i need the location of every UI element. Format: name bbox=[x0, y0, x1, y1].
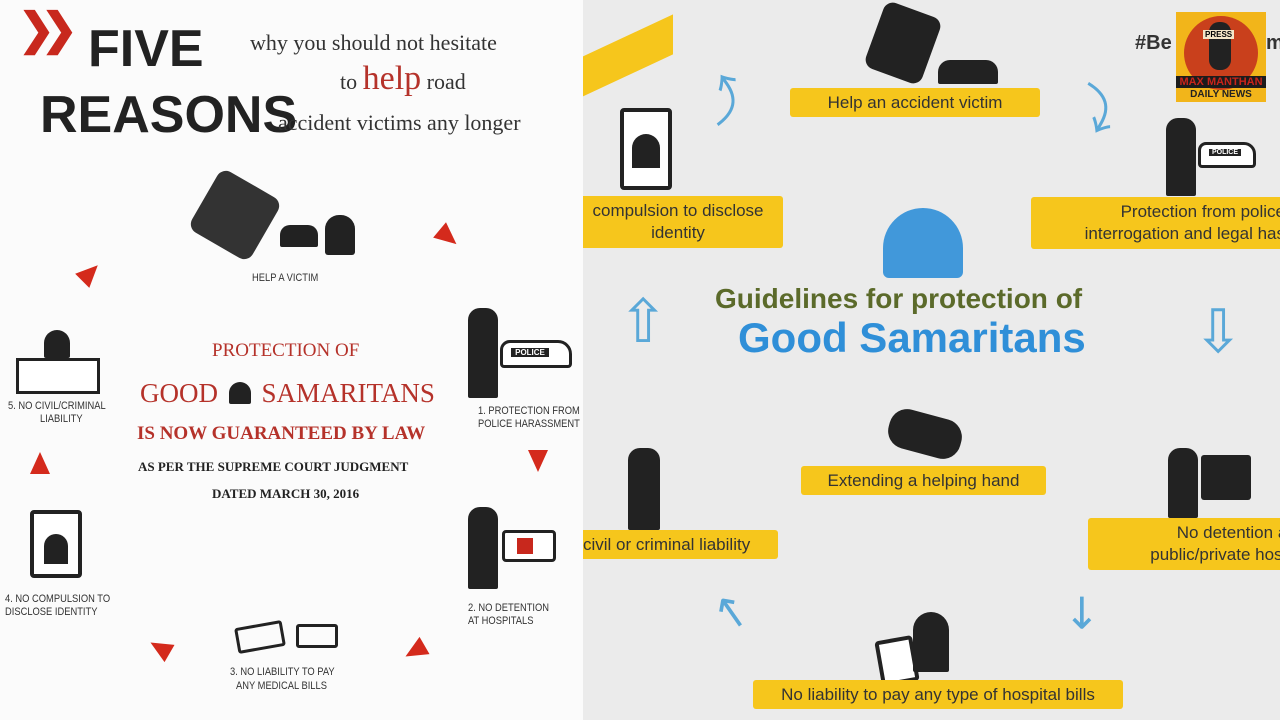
item-detention-line2: public/private hosp bbox=[1150, 545, 1280, 564]
subtitle-line1: why you should not hesitate bbox=[250, 30, 497, 55]
subtitle-line2: to help road bbox=[340, 60, 466, 98]
subtitle-to: to bbox=[340, 69, 358, 94]
item-identity-line2: identity bbox=[651, 223, 705, 242]
center-supreme-court: AS PER THE SUPREME COURT JUDGMENT bbox=[138, 459, 409, 474]
handshake-icon bbox=[884, 405, 966, 463]
logo-name: MAX MANTHAN bbox=[1176, 76, 1266, 88]
subtitle-line3: accident victims any longer bbox=[278, 110, 521, 135]
police-car-icon: POLICE bbox=[1198, 142, 1256, 168]
step4-line1: 4. NO COMPULSION TO bbox=[5, 593, 111, 605]
step3-line1: 3. NO LIABILITY TO PAY bbox=[230, 666, 335, 678]
doctor-icon bbox=[913, 612, 949, 672]
title-five: FIVE bbox=[88, 20, 204, 78]
good-samaritan-guidelines-infographic: #Be m PRESS MAX MANTHAN DAILY NEWS Help … bbox=[583, 0, 1280, 720]
arrow-icon bbox=[30, 452, 50, 474]
hospital-bed-icon bbox=[1201, 455, 1251, 500]
subtitle-help: help bbox=[362, 60, 422, 97]
max-manthan-logo: PRESS MAX MANTHAN DAILY NEWS bbox=[1176, 12, 1266, 102]
step-help-victim: HELP A VICTIM bbox=[252, 272, 319, 284]
victim-icon bbox=[280, 225, 318, 247]
curved-arrow-icon: ↙ bbox=[1050, 581, 1112, 643]
samaritans-text: SAMARITANS bbox=[261, 378, 435, 408]
victim-icon bbox=[938, 60, 998, 84]
people-icon bbox=[883, 208, 963, 278]
subtitle-road: road bbox=[426, 69, 466, 94]
helper-icon bbox=[325, 215, 355, 255]
curved-arrow-icon: ⤴ bbox=[692, 66, 757, 133]
police-car-icon: POLICE bbox=[500, 340, 572, 368]
arrow-icon bbox=[145, 633, 175, 663]
item-detention: No detention at public/private hosp bbox=[1088, 518, 1280, 570]
crashed-car-icon bbox=[187, 167, 283, 263]
person-icon bbox=[468, 507, 498, 589]
id-card-icon bbox=[620, 108, 672, 190]
step4-line2: DISCLOSE IDENTITY bbox=[5, 606, 98, 618]
police-officer-icon bbox=[468, 308, 498, 398]
item-hospital-bills: No liability to pay any type of hospital… bbox=[753, 680, 1123, 709]
step5-line1: 5. NO CIVIL/CRIMINAL bbox=[8, 400, 106, 412]
guidelines-title: Guidelines for protection of bbox=[715, 283, 1083, 314]
desk-icon bbox=[16, 358, 100, 394]
item-police-protection: Protection from police interrogation and… bbox=[1031, 197, 1280, 249]
up-arrow-icon: ⇧ bbox=[618, 288, 669, 355]
step1-line1: 1. PROTECTION FROM bbox=[478, 405, 580, 417]
step5-line2: LIABILITY bbox=[40, 413, 83, 425]
cash-icon bbox=[296, 624, 338, 648]
ambulance-icon bbox=[502, 530, 556, 562]
credit-card-icon bbox=[234, 620, 286, 654]
center-date: DATED MARCH 30, 2016 bbox=[212, 486, 360, 501]
arrow-icon bbox=[433, 222, 463, 252]
good-samaritans-title: Good Samaritans bbox=[738, 314, 1086, 361]
hashtag-text: #Be bbox=[1135, 32, 1172, 54]
item-helping-hand: Extending a helping hand bbox=[801, 466, 1046, 495]
step2-line1: 2. NO DETENTION bbox=[468, 602, 550, 614]
arrow-icon bbox=[75, 258, 105, 288]
logo-subname: DAILY NEWS bbox=[1190, 89, 1252, 100]
arrow-icon bbox=[400, 636, 430, 666]
item-police-line2: interrogation and legal has bbox=[1084, 224, 1280, 243]
center-protection-of: PROTECTION OF bbox=[212, 340, 360, 361]
center-good-samaritans: GOOD SAMARITANS bbox=[140, 378, 435, 409]
down-arrow-icon: ⇩ bbox=[1193, 298, 1244, 365]
logo-press: PRESS bbox=[1203, 30, 1235, 39]
item-civil-liability: civil or criminal liability bbox=[583, 530, 778, 559]
police-car-label: POLICE bbox=[511, 348, 549, 357]
judge-icon bbox=[44, 330, 70, 358]
yellow-banner-shape bbox=[583, 14, 673, 106]
police-officer-icon bbox=[1166, 118, 1196, 196]
item-police-line1: Protection from police bbox=[1120, 202, 1280, 221]
good-text: GOOD bbox=[140, 378, 218, 408]
person-icon bbox=[1168, 448, 1198, 518]
curved-arrow-icon: ⤵ bbox=[1063, 79, 1127, 144]
samaritan-icon bbox=[228, 382, 251, 404]
step3-line2: ANY MEDICAL BILLS bbox=[236, 680, 327, 692]
item-identity: compulsion to disclose identity bbox=[583, 196, 783, 248]
center-guaranteed: IS NOW GUARANTEED BY LAW bbox=[137, 423, 426, 444]
step2-line2: AT HOSPITALS bbox=[468, 615, 534, 627]
id-card-icon bbox=[30, 510, 82, 578]
step1-line2: POLICE HARASSMENT bbox=[478, 418, 580, 430]
item-help-victim: Help an accident victim bbox=[790, 88, 1040, 117]
curved-arrow-icon: ↖ bbox=[709, 584, 754, 639]
police-car-label: POLICE bbox=[1209, 149, 1241, 156]
item-detention-line1: No detention at bbox=[1176, 523, 1280, 542]
title-reasons: REASONS bbox=[40, 86, 298, 144]
arrow-icon bbox=[528, 450, 548, 472]
item-identity-line1: compulsion to disclose bbox=[592, 201, 764, 220]
businessman-icon bbox=[628, 448, 660, 530]
five-reasons-infographic: ❯❯ FIVE REASONS why you should not hesit… bbox=[0, 0, 583, 720]
chevron-icon: ❯❯ bbox=[18, 5, 78, 54]
hashtag-text-end: m bbox=[1266, 32, 1280, 54]
crashed-car-icon bbox=[862, 0, 944, 87]
